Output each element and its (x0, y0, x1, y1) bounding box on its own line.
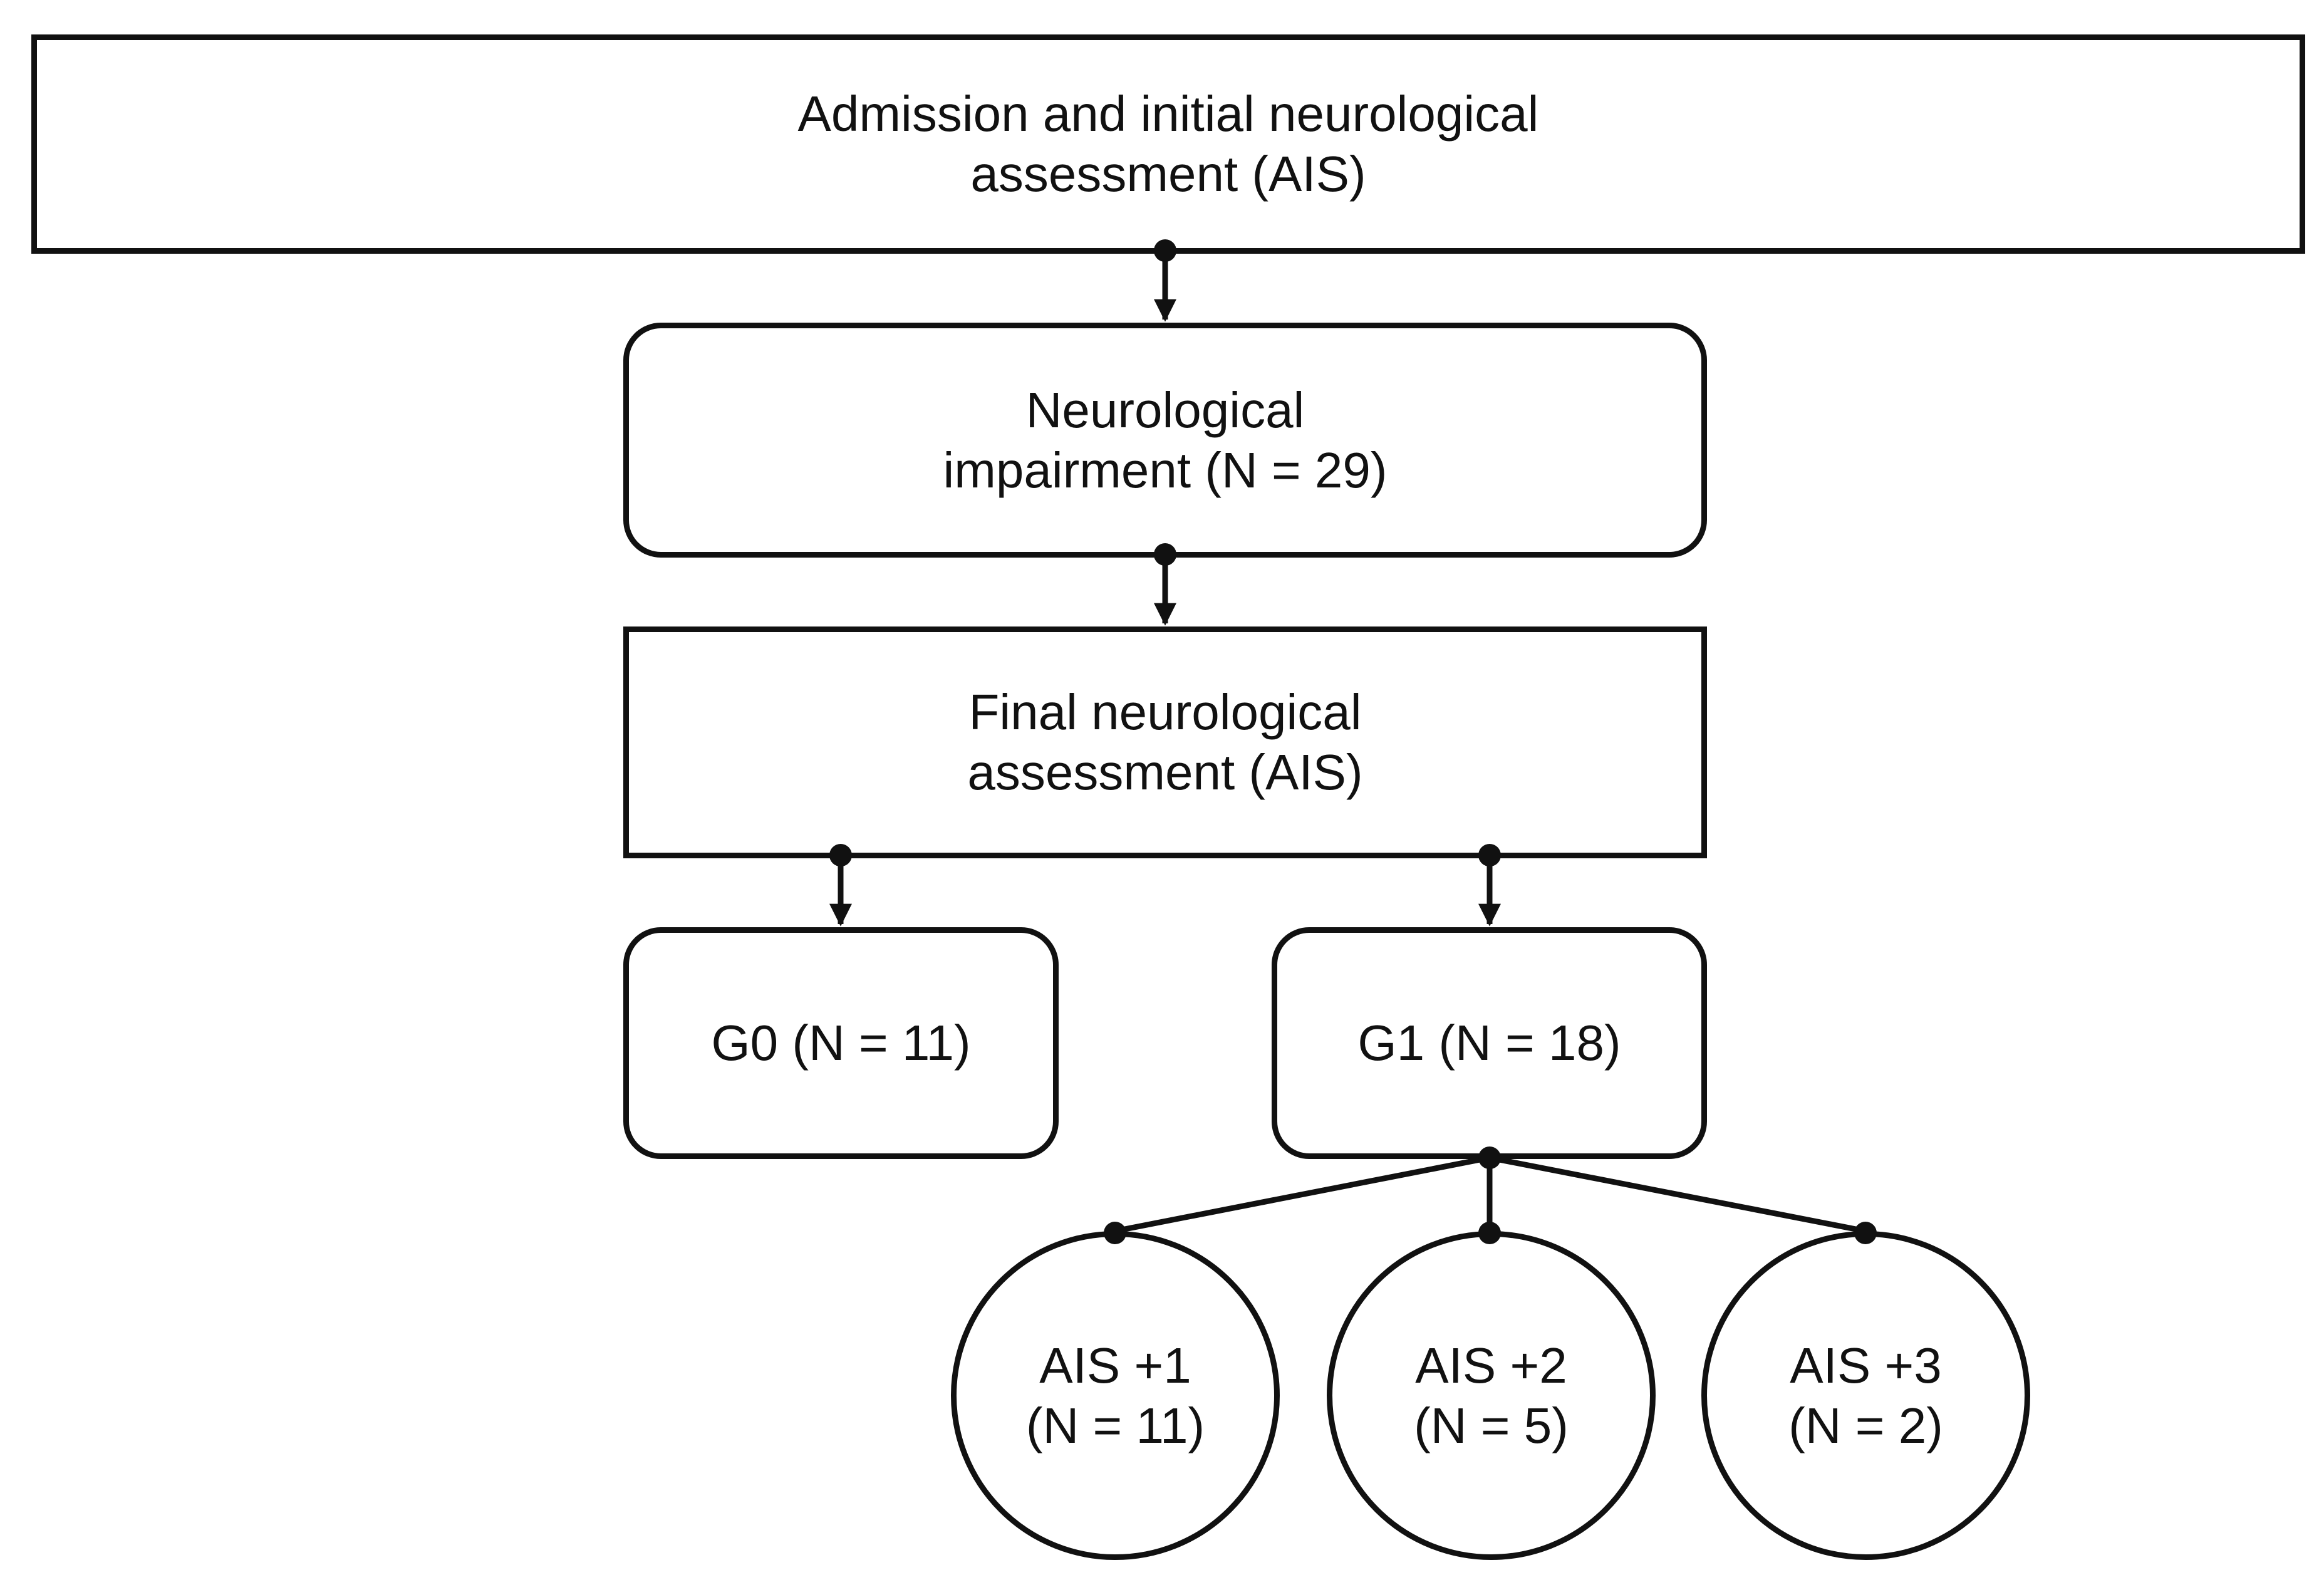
group-g1-label: G1 (N = 18) (1357, 1015, 1621, 1071)
connector-g1-to-ais1 (1114, 1155, 1490, 1234)
admission-box: Admission and initial neurological asses… (31, 34, 2305, 254)
ais-plus-3-label: AIS +3 (N = 2) (1788, 1337, 1943, 1453)
group-g1-box: G1 (N = 18) (1272, 927, 1707, 1159)
connector-g1-to-ais3 (1489, 1155, 1866, 1234)
impairment-label: Neurological impairment (N = 29) (943, 382, 1388, 498)
admission-label: Admission and initial neurological asses… (797, 86, 1539, 202)
ais-plus-2-label: AIS +2 (N = 5) (1414, 1337, 1569, 1453)
ais-plus-2-circle: AIS +2 (N = 5) (1327, 1231, 1656, 1560)
ais-plus-1-circle: AIS +1 (N = 11) (951, 1231, 1280, 1560)
group-g0-box: G0 (N = 11) (623, 927, 1059, 1159)
final-assessment-box: Final neurological assessment (AIS) (623, 626, 1707, 858)
ais-plus-1-label: AIS +1 (N = 11) (1025, 1337, 1205, 1453)
final-assessment-label: Final neurological assessment (AIS) (967, 684, 1363, 800)
ais-plus-3-circle: AIS +3 (N = 2) (1701, 1231, 2030, 1560)
group-g0-label: G0 (N = 11) (711, 1015, 971, 1071)
impairment-box: Neurological impairment (N = 29) (623, 323, 1707, 558)
